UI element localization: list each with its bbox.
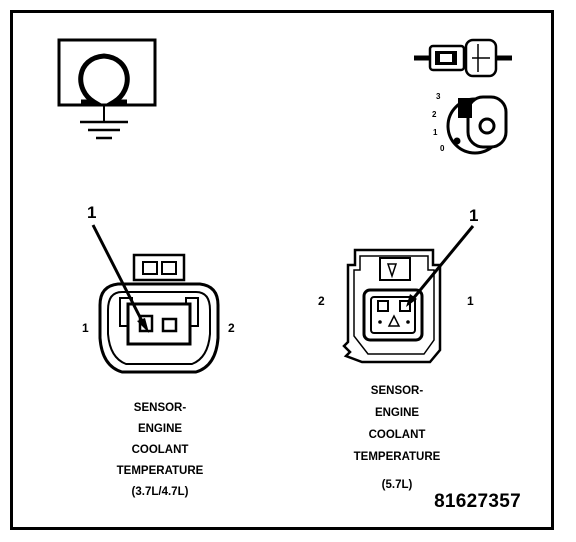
ignition-position-2: 2 — [432, 110, 437, 119]
connector-disconnect-icon — [414, 38, 512, 78]
left-caption-line: ENGINE — [137, 423, 183, 435]
diagram-frame — [10, 10, 554, 530]
ignition-position-3: 3 — [436, 92, 441, 101]
right-caption: SENSOR- ENGINE COOLANT TEMPERATURE (5.7L… — [336, 380, 458, 496]
left-callout: 1 — [87, 203, 97, 222]
left-caption-line: SENSOR- — [133, 402, 187, 414]
right-connector-drawing — [342, 225, 475, 364]
right-caption-line: ENGINE — [374, 407, 420, 419]
right-callout: 1 — [469, 206, 479, 225]
left-caption-line: TEMPERATURE — [116, 465, 204, 477]
right-caption-line: (5.7L) — [381, 479, 413, 491]
ignition-position-0: 0 — [440, 144, 445, 153]
right-caption-line: SENSOR- — [370, 385, 424, 397]
right-pin-1: 1 — [467, 294, 474, 308]
left-caption-line: COOLANT — [131, 444, 189, 456]
left-caption-line: (3.7L/4.7L) — [131, 486, 189, 498]
right-caption-line: COOLANT — [368, 429, 426, 441]
left-pin-2: 2 — [228, 321, 235, 335]
left-connector-drawing — [91, 224, 220, 374]
ignition-position-1: 1 — [433, 128, 438, 137]
ignition-key-icon — [446, 95, 508, 155]
figure-number: 81627357 — [434, 491, 521, 512]
left-pin-1: 1 — [82, 321, 89, 335]
right-caption-line: TEMPERATURE — [353, 451, 441, 463]
left-caption: SENSOR- ENGINE COOLANT TEMPERATURE (3.7L… — [100, 398, 220, 503]
right-pin-2: 2 — [318, 294, 325, 308]
ohm-ground-icon — [57, 38, 157, 140]
